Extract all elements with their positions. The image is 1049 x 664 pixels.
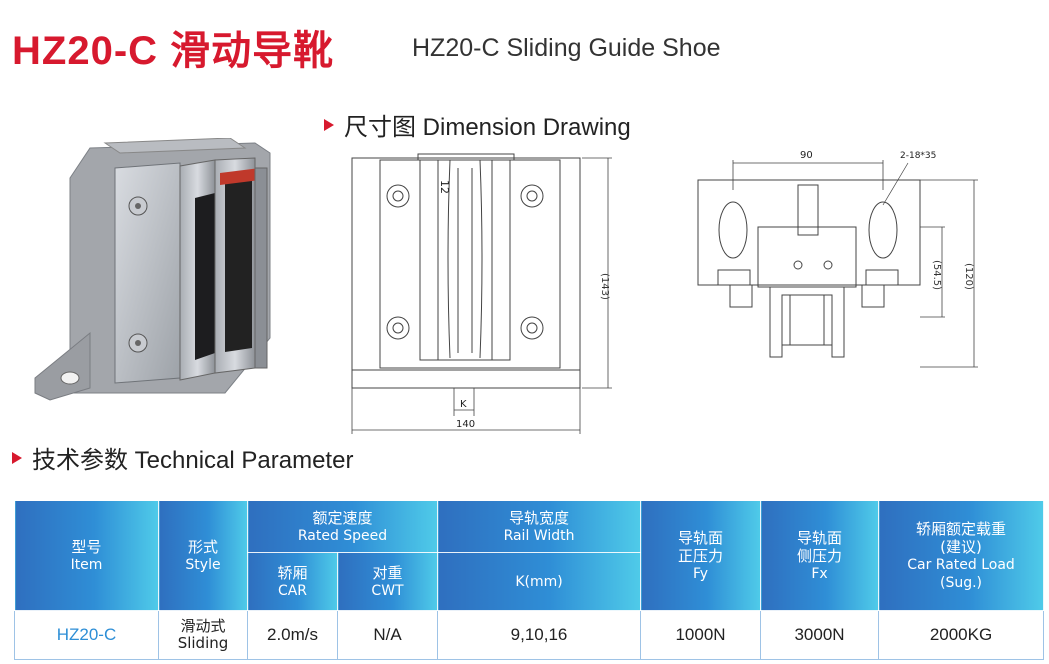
- dim-k-label: K: [460, 399, 467, 410]
- dim-143-label: (143): [599, 273, 610, 300]
- dim-120-label: (120): [963, 263, 974, 290]
- page-title: HZ20-C 滑动导靴: [12, 29, 335, 73]
- triangle-bullet-icon: [324, 118, 334, 131]
- dimension-drawing-heading: 尺寸图 Dimension Drawing: [324, 107, 631, 142]
- page-subtitle: HZ20-C Sliding Guide Shoe: [412, 34, 721, 62]
- cell-car-speed: 2.0m/s: [247, 610, 338, 660]
- dim-slot-label: 2-18*35: [900, 151, 936, 161]
- cell-cwt-speed: N/A: [336, 610, 439, 660]
- front-view-drawing: 12 (143) K 140: [351, 153, 612, 434]
- dim-90-label: 90: [800, 150, 813, 161]
- technical-parameter-heading: 技术参数 Technical Parameter: [12, 440, 353, 475]
- front-outline: [351, 157, 581, 371]
- dim-545-label: (54.5): [931, 260, 942, 290]
- cell-load: 2000KG: [878, 610, 1045, 660]
- triangle-bullet-icon: [12, 451, 22, 464]
- header-car-load: 轿厢额定载重(建议)Car Rated Load(Sug.): [878, 500, 1045, 611]
- cell-k: 9,10,16: [437, 610, 642, 660]
- technical-parameter-title: 技术参数 Technical Parameter: [32, 447, 354, 474]
- dimension-drawing-title: 尺寸图 Dimension Drawing: [344, 114, 631, 141]
- product-photo: [34, 138, 271, 401]
- cell-fy: 1000N: [640, 610, 762, 660]
- front-label-12: 12: [438, 180, 451, 194]
- header-k-mm: K(mm): [437, 552, 642, 611]
- cell-item: HZ20-C: [14, 610, 159, 660]
- side-view-drawing: 90 2-18*35 (54.5) (120): [697, 150, 978, 368]
- dim-140-label: 140: [456, 419, 475, 430]
- cell-fx: 3000N: [760, 610, 880, 660]
